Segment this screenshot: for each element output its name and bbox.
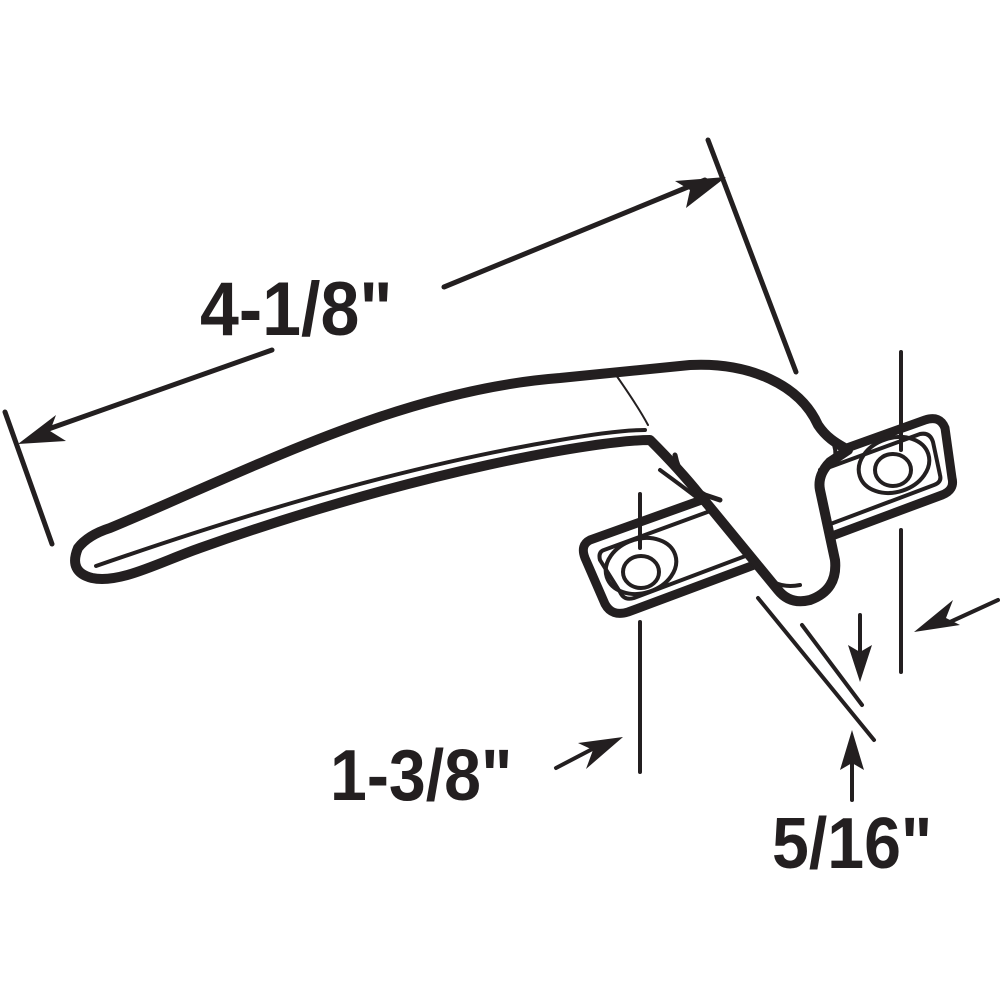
arrow-thickness-up-icon bbox=[840, 730, 864, 770]
screw-hole-right-countersink bbox=[856, 435, 932, 495]
arrow-thickness-down-icon bbox=[848, 645, 872, 682]
hole-spacing-label: 1-3/8" bbox=[330, 736, 513, 816]
handle-crease-line bbox=[615, 374, 649, 426]
length-dimension-line-right bbox=[441, 177, 708, 290]
length-dimension bbox=[2, 137, 799, 547]
thickness-label: 5/16" bbox=[772, 804, 933, 884]
handle-lever-lower-edge bbox=[94, 428, 647, 568]
spacing-dimension bbox=[554, 350, 1000, 774]
arrow-right-icon bbox=[675, 177, 726, 208]
length-dimension-line-left bbox=[37, 347, 275, 435]
screw-hole-right bbox=[873, 452, 913, 488]
handle-neck-detail bbox=[672, 452, 723, 503]
handle-hub-inner-edge bbox=[658, 468, 802, 588]
base-plate-bevel bbox=[597, 431, 943, 601]
arrow-left-icon bbox=[18, 415, 66, 444]
screw-hole-left-countersink bbox=[603, 536, 679, 596]
thickness-dimension bbox=[756, 596, 876, 802]
length-label: 4-1/8" bbox=[200, 267, 393, 352]
screw-hole-left bbox=[621, 554, 661, 590]
handle-body bbox=[70, 359, 853, 607]
tip-extension-line bbox=[2, 409, 55, 547]
handle-lever-outline bbox=[70, 359, 853, 607]
pivot-extension-line bbox=[705, 137, 799, 375]
arrow-spacing-right-icon bbox=[914, 600, 960, 632]
handle-curl-detail bbox=[818, 428, 838, 472]
thickness-extension-line-lower bbox=[756, 596, 876, 742]
arrow-spacing-left-icon bbox=[578, 737, 623, 769]
spacing-arrow-right-shaft bbox=[948, 598, 1000, 624]
thickness-extension-line-upper bbox=[800, 623, 864, 707]
